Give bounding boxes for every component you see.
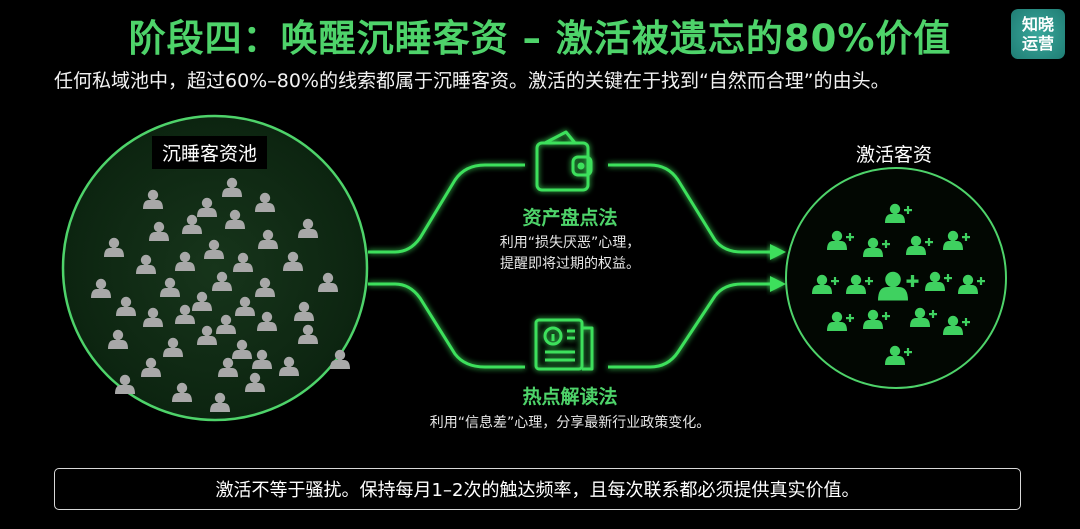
method-1-desc-line-2: 提醒即将过期的权益。 (500, 256, 640, 272)
wallet-icon (535, 130, 593, 192)
newspaper-info-icon (534, 318, 594, 371)
brand-logo: 知晓 运营 (1011, 9, 1065, 59)
dormant-pool-label: 沉睡客资池 (152, 136, 268, 169)
logo-line-1: 知晓 (1021, 15, 1054, 34)
method-2-title: 热点解读法 (522, 386, 618, 408)
page-title: 阶段四：唤醒沉睡客资 – 激活被遗忘的80%价值 (128, 17, 952, 60)
arrow-head-top (770, 244, 786, 260)
arrow-head-bottom (770, 276, 786, 292)
method-1-description: 利用“损失厌恶”心理， 提醒即将过期的权益。 (440, 233, 700, 275)
dormant-pool-circle (61, 114, 369, 422)
footer-note-box: 激活不等于骚扰。保持每月1–2次的触达频率，且每次联系都必须提供真实价值。 (54, 468, 1021, 510)
active-pool-label: 激活客资 (856, 144, 933, 166)
logo-line-2: 运营 (1021, 34, 1054, 53)
method-1-title: 资产盘点法 (522, 207, 618, 229)
connector-lines (368, 163, 772, 369)
page-subtitle: 任何私域池中，超过60%–80%的线索都属于沉睡客资。激活的关键在于找到“自然而… (54, 70, 890, 92)
footer-note: 激活不等于骚扰。保持每月1–2次的触达频率，且每次联系都必须提供真实价值。 (215, 480, 860, 501)
method-2-desc-line-1: 利用“信息差”心理，分享最新行业政策变化。 (429, 415, 711, 431)
method-1-desc-line-1: 利用“损失厌恶”心理， (499, 235, 641, 251)
method-2-description: 利用“信息差”心理，分享最新行业政策变化。 (370, 413, 770, 434)
